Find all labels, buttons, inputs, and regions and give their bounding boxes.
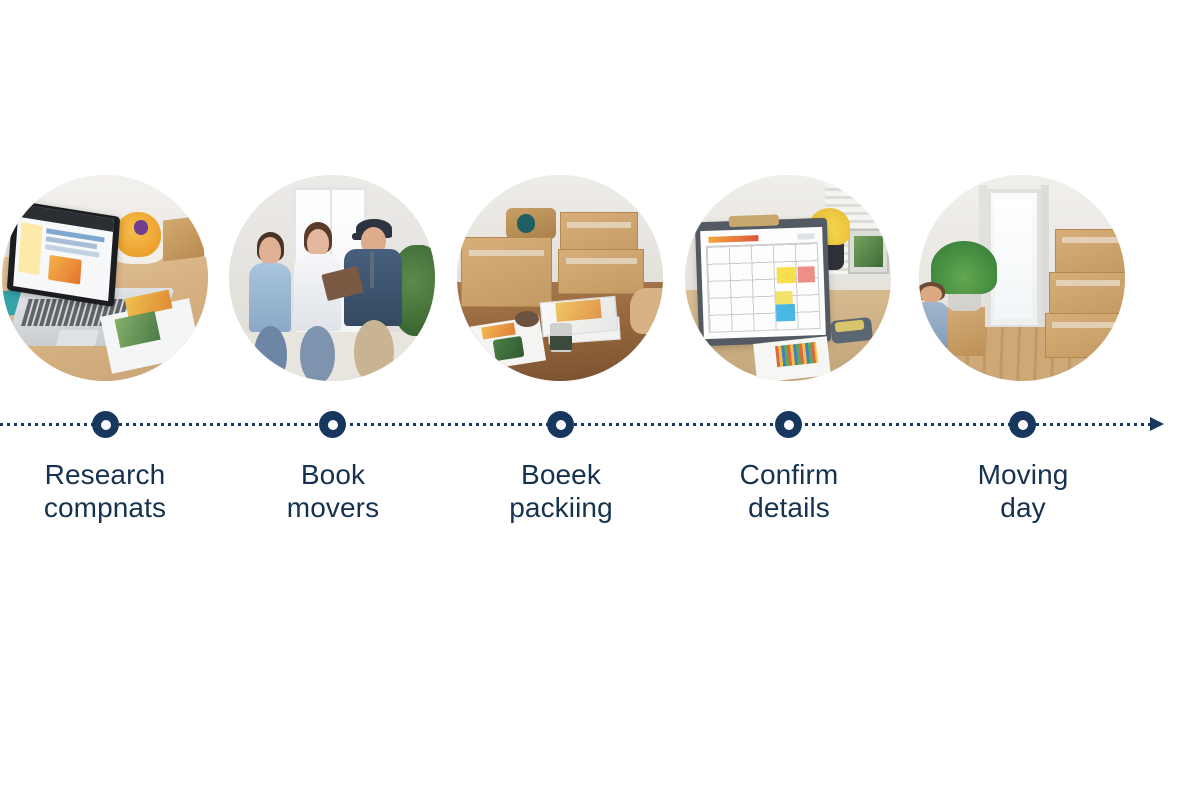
confirm-details-photo (685, 175, 891, 381)
timeline-axis (0, 417, 1200, 431)
timeline-label-1: Research compnats (43, 459, 167, 523)
timeline-node-4[interactable] (775, 411, 802, 438)
timeline-label-2: Book movers (286, 459, 380, 523)
timeline-photo-row (2, 175, 1125, 381)
timeline-node-1[interactable] (92, 411, 119, 438)
timeline-label-5: Moving day (977, 459, 1069, 523)
timeline-label-4: Confirm details (739, 459, 839, 523)
timeline-node-5[interactable] (1009, 411, 1036, 438)
timeline-label-3: Boeek packiing (509, 459, 613, 523)
timeline-dotted-line (0, 423, 1158, 426)
moving-day-photo (919, 175, 1125, 381)
timeline-node-3[interactable] (547, 411, 574, 438)
packing-boxes-photo (457, 175, 663, 381)
timeline-arrowhead-icon (1150, 417, 1164, 431)
booking-movers-photo (229, 175, 435, 381)
timeline-node-2[interactable] (319, 411, 346, 438)
laptop-research-photo (2, 175, 208, 381)
